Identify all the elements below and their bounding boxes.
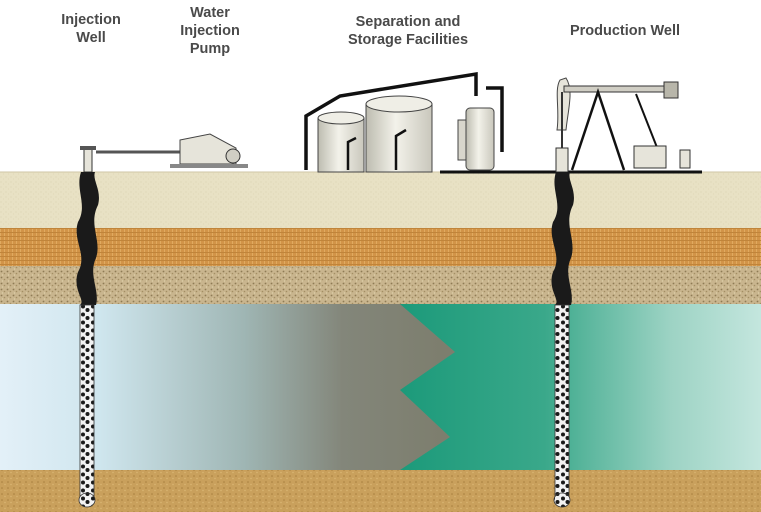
label-injection-well-line-1: Injection bbox=[61, 12, 121, 28]
label-production-line-1: Production Well bbox=[569, 23, 681, 39]
production-well-bottom bbox=[553, 492, 571, 508]
label-production-well: Production Well bbox=[545, 22, 705, 40]
tank-feed-pipe-large bbox=[394, 128, 407, 170]
production-perforations bbox=[554, 304, 570, 501]
walking-beam bbox=[563, 85, 677, 93]
beam-counterweight bbox=[663, 81, 679, 99]
storage-tank-large bbox=[365, 103, 433, 173]
label-separation-line-1: Separation and bbox=[355, 14, 461, 30]
injection-wellhead-cap bbox=[80, 146, 96, 150]
label-pump-line-2: Injection bbox=[180, 23, 240, 39]
separator-pipe bbox=[486, 86, 504, 152]
injection-well-bottom bbox=[78, 492, 96, 508]
gathering-pipe bbox=[304, 71, 478, 170]
label-injection-well-line-2: Well bbox=[76, 30, 106, 46]
water-injection-pump bbox=[96, 133, 248, 168]
label-pump-line-3: Pump bbox=[189, 41, 231, 57]
injection-perforations bbox=[79, 304, 95, 501]
displaced-oil-zone bbox=[400, 304, 761, 470]
separation-storage-facilities bbox=[304, 71, 560, 174]
injection-well-casing bbox=[76, 172, 99, 305]
production-well-casing bbox=[551, 172, 574, 305]
gear-box bbox=[633, 145, 667, 169]
separator-vessel bbox=[465, 107, 495, 171]
injection-well bbox=[76, 146, 99, 508]
label-injection-well: Injection Well bbox=[41, 11, 141, 47]
storage-tank-large-top bbox=[365, 95, 433, 113]
samson-post bbox=[570, 88, 626, 171]
label-water-injection-pump: Water Injection Pump bbox=[160, 4, 260, 58]
label-separation-storage: Separation and Storage Facilities bbox=[318, 13, 498, 49]
orange-rock-layer bbox=[0, 228, 761, 266]
label-separation-line-2: Storage Facilities bbox=[347, 32, 469, 48]
production-well bbox=[551, 77, 702, 508]
surface-sand-layer bbox=[0, 172, 761, 228]
pump-base bbox=[170, 164, 248, 168]
bottom-rock-layer bbox=[0, 470, 761, 512]
gravel-layer bbox=[0, 266, 761, 304]
production-wellhead bbox=[555, 147, 569, 173]
prime-mover bbox=[679, 149, 691, 169]
tank-feed-pipe-small bbox=[346, 136, 357, 170]
injection-wellhead bbox=[83, 147, 93, 173]
separator-gauge bbox=[457, 119, 467, 161]
label-pump-line-1: Water bbox=[190, 5, 230, 21]
storage-tank-small bbox=[317, 117, 365, 173]
pump-motor bbox=[225, 148, 241, 164]
storage-tank-small-top bbox=[317, 111, 365, 125]
pitman-arm bbox=[635, 93, 659, 151]
